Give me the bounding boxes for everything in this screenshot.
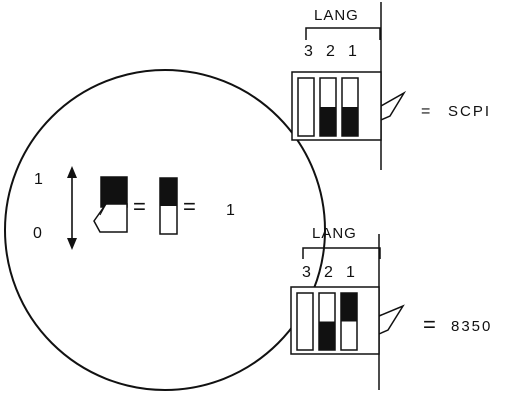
lang-bracket [305,27,381,40]
legend-label-zero: 0 [33,225,42,242]
legend-equals-b: = [183,194,196,219]
lang-bank-label: LANG [314,7,359,24]
legend-value: 1 [226,202,235,219]
slide-switch-up-icon [159,177,178,235]
dip-switch-knob [319,321,335,350]
dip-switch-knob [342,107,358,136]
legend-circle [4,69,326,391]
switch-number: 3 [302,264,311,281]
legend-equals-a: = [133,194,146,219]
result-8350: 8350 [451,318,492,335]
lang-panel-8350: LANG 3 2 1 = 8350 [290,225,492,390]
legend-label-one: 1 [34,171,43,188]
callout-pointer [378,304,405,335]
rocker-switch-icon [93,176,128,233]
switch-legend: 1 0 = = 1 [4,69,326,391]
switch-number: 2 [324,264,333,281]
callout-pointer [380,90,407,121]
lang-bracket [302,247,381,259]
result-equals: = [421,103,430,120]
up-down-arrow-icon [67,166,77,250]
switch-number: 1 [346,264,355,281]
dip-switch-knob [341,293,357,322]
switch-number: 3 [304,43,313,60]
switch-number: 1 [348,43,357,60]
switch-number: 2 [326,43,335,60]
dip-switch [297,77,315,137]
switch-bank [296,292,358,351]
result-scpi: SCPI [448,103,491,120]
dip-switch [296,292,314,351]
switch-bank [297,77,359,137]
result-equals: = [423,312,436,337]
lang-bank-label: LANG [312,225,357,242]
lang-panel-scpi: LANG 3 2 1 = SCPI [291,2,491,170]
dip-switch-knob [320,107,336,136]
